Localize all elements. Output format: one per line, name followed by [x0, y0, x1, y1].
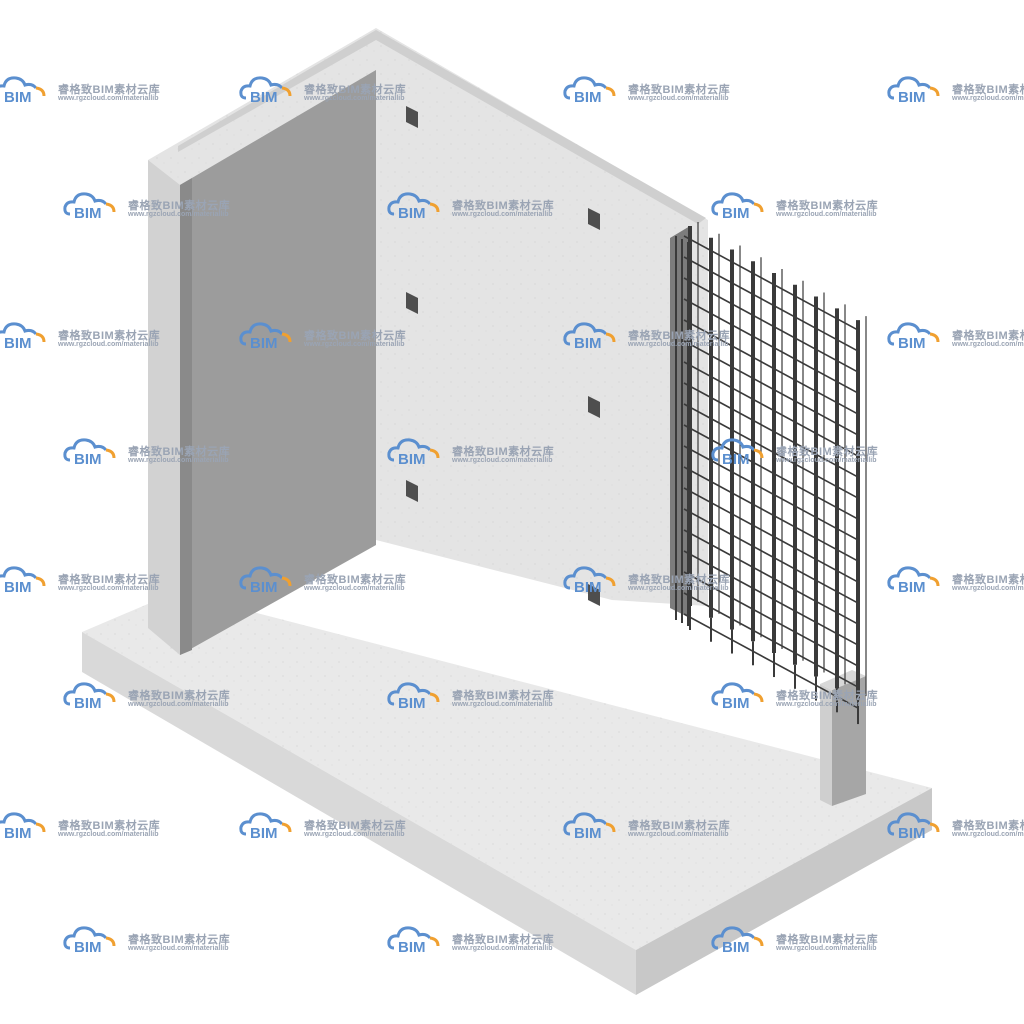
rebar-horizontal-bar	[683, 571, 859, 667]
rebar-horizontal-bar	[683, 550, 859, 646]
opening-4	[588, 396, 600, 418]
rebar-horizontal-bar	[683, 403, 859, 499]
opening-2	[588, 208, 600, 230]
opening-3	[406, 292, 418, 314]
slab-front-face	[82, 632, 636, 995]
rebar-horizontal-bar	[683, 529, 859, 625]
foundation-slab	[82, 592, 932, 995]
rebar-horizontal-bar	[683, 613, 859, 709]
rebar-horizontal-bar	[683, 466, 859, 562]
column-side	[820, 684, 832, 806]
rebar-horizontal-bar	[683, 361, 859, 457]
rebar-horizontal-bar	[683, 592, 859, 688]
wall-recess-shade	[180, 178, 192, 655]
rebar-horizontal-bar	[683, 277, 859, 373]
main-wall	[148, 28, 708, 655]
opening-1	[406, 106, 418, 128]
slab-top-texture	[82, 592, 932, 950]
column-top	[820, 670, 866, 690]
rebar-horizontal-bar	[683, 508, 859, 604]
wall-openings	[406, 106, 600, 606]
rebar-horizontal-bar	[683, 256, 859, 352]
rebar-horizontal-bar	[683, 235, 859, 331]
wall-left-thickness	[148, 160, 180, 655]
wall-top-edge	[178, 30, 706, 224]
rebar-horizontal-bar	[683, 319, 859, 415]
rebar-horizontal-bar	[683, 487, 859, 583]
wall-recess-panel	[180, 70, 376, 655]
rebar-horizontal-bar	[683, 445, 859, 541]
rebar-horizontal-bar	[683, 340, 859, 436]
opening-6	[588, 584, 600, 606]
opening-5	[406, 480, 418, 502]
rebar-horizontal-bar	[683, 382, 859, 478]
rebar-horizontal-bar	[683, 298, 859, 394]
rebar-cage	[675, 222, 867, 725]
slab-right-face	[636, 788, 932, 995]
